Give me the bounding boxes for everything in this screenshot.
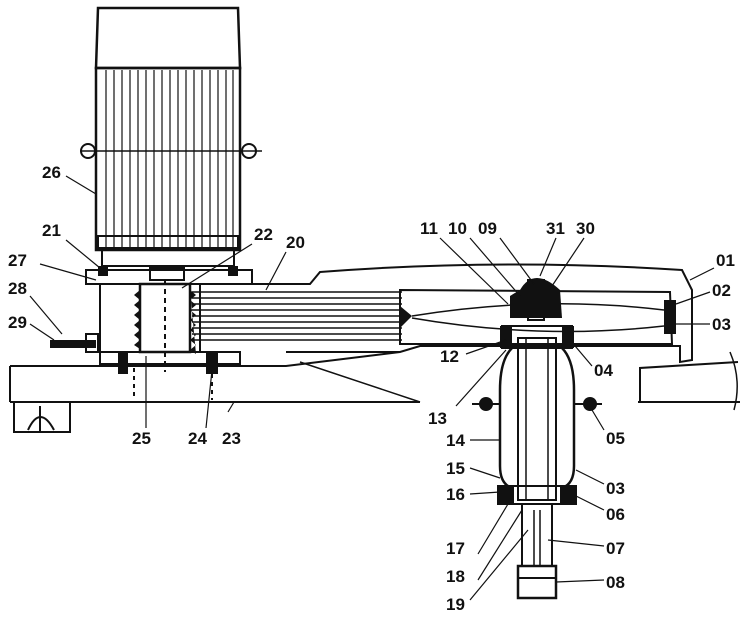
label-11: 11 bbox=[420, 219, 438, 238]
drive-pulley bbox=[99, 280, 201, 372]
label-01: 01 bbox=[716, 251, 735, 270]
label-28: 28 bbox=[8, 279, 27, 298]
label-06: 06 bbox=[606, 505, 625, 524]
motor bbox=[80, 6, 262, 267]
housing-cover bbox=[252, 263, 693, 364]
label-15: 15 bbox=[446, 459, 465, 478]
label-29: 29 bbox=[8, 313, 27, 332]
motor-flange bbox=[85, 266, 253, 285]
label-21: 21 bbox=[42, 221, 61, 240]
label-19: 19 bbox=[446, 595, 465, 614]
label-10: 10 bbox=[448, 219, 467, 238]
label-26: 26 bbox=[42, 163, 61, 182]
label-22: 22 bbox=[254, 225, 273, 244]
spindle-assembly bbox=[472, 278, 602, 600]
label-17: 17 bbox=[446, 539, 465, 558]
anchor-bolts bbox=[50, 333, 218, 400]
label-12: 12 bbox=[440, 347, 459, 366]
label-23: 23 bbox=[222, 429, 241, 448]
label-09: 09 bbox=[478, 219, 497, 238]
label-27: 27 bbox=[8, 251, 27, 270]
drive-belt bbox=[192, 291, 402, 341]
label-08: 08 bbox=[606, 573, 625, 592]
label-20: 20 bbox=[286, 233, 305, 252]
label-03: 03 bbox=[712, 315, 731, 334]
label-07: 07 bbox=[606, 539, 625, 558]
label-03-lower: 03 bbox=[606, 479, 625, 498]
label-31: 31 bbox=[546, 219, 565, 238]
label-05: 05 bbox=[606, 429, 625, 448]
label-02: 02 bbox=[712, 281, 731, 300]
label-13: 13 bbox=[428, 409, 447, 428]
label-04: 04 bbox=[594, 361, 613, 380]
part-labels: 01 02 03 04 05 03 06 07 08 09 10 11 12 1… bbox=[8, 163, 735, 614]
label-14: 14 bbox=[446, 431, 465, 450]
leader-lines bbox=[29, 175, 715, 601]
label-25: 25 bbox=[132, 429, 151, 448]
label-16: 16 bbox=[446, 485, 465, 504]
label-18: 18 bbox=[446, 567, 465, 586]
label-24: 24 bbox=[188, 429, 207, 448]
label-30: 30 bbox=[576, 219, 595, 238]
base-frame bbox=[9, 351, 740, 433]
